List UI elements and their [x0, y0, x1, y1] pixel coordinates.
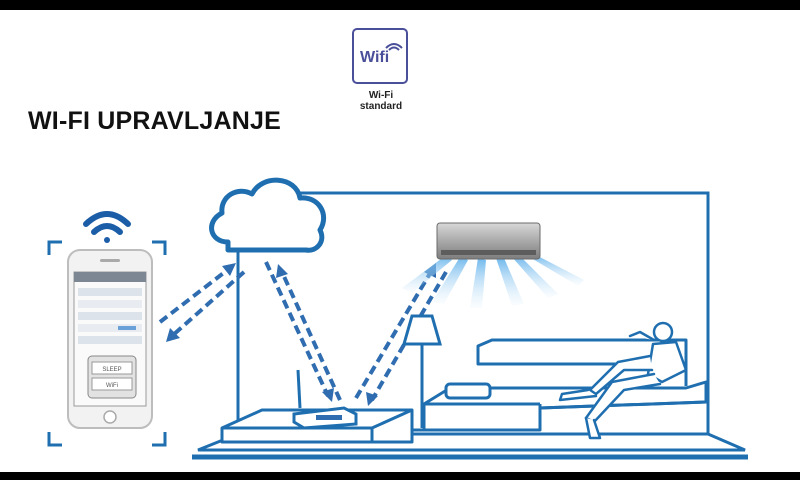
- wifi-standard-caption: Wi-Fi standard: [359, 90, 403, 112]
- wifi-badge-icon: [385, 43, 403, 51]
- page-title: WI-FI UPRAVLJANJE: [28, 107, 281, 135]
- arrow-router-to-ac: [354, 268, 434, 400]
- person-relaxing: [558, 321, 688, 440]
- air-conditioner: [436, 222, 541, 260]
- sofa: [422, 338, 708, 432]
- arrow-router-to-cloud: [280, 271, 342, 401]
- communication-arrows: [158, 261, 448, 402]
- phone-menu-sleep: SLEEP: [102, 367, 121, 373]
- arrow-cloud-to-phone: [170, 270, 246, 338]
- phone-focus-brackets: [47, 240, 167, 447]
- smart-home-scene: SLEEP WiFi: [47, 177, 748, 460]
- smartphone: SLEEP WiFi: [67, 249, 153, 429]
- cloud-icon: [209, 177, 327, 253]
- wifi-signal-icon: [83, 211, 131, 243]
- phone-menu-wifi: WiFi: [106, 383, 118, 389]
- wifi-logo-text: Wifi: [360, 49, 390, 66]
- diagram-canvas: WI-FI UPRAVLJANJE Wifi Wi-Fi standard: [0, 10, 800, 472]
- wifi-standard-badge: Wifi: [352, 28, 408, 84]
- arrow-cloud-to-router: [264, 261, 330, 397]
- ac-airflow: [402, 254, 584, 308]
- wifi-router: [292, 369, 358, 430]
- arrow-phone-to-cloud: [158, 266, 232, 324]
- floor-lamp: [402, 314, 442, 432]
